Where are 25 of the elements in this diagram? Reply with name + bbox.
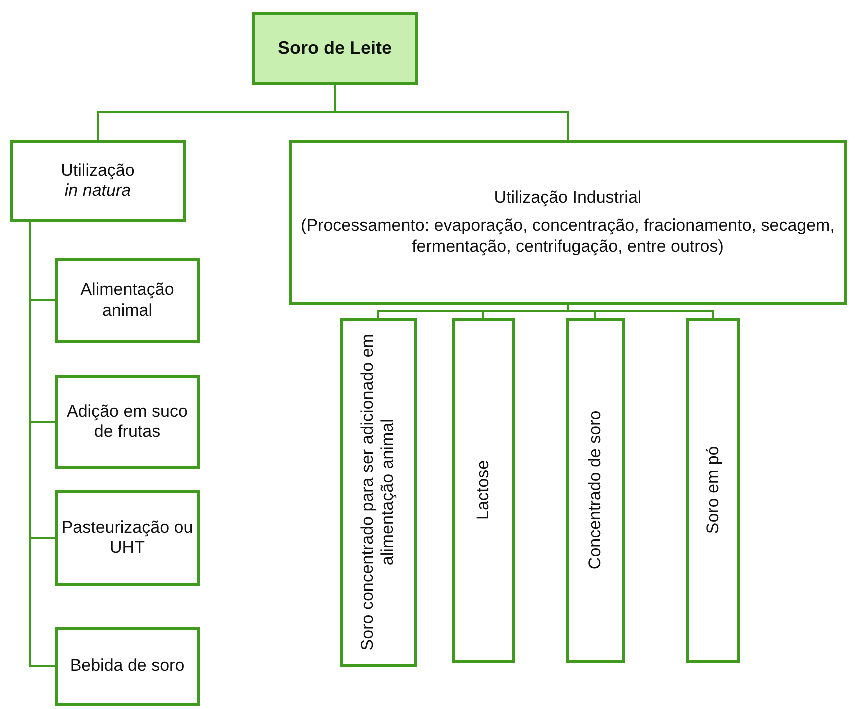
box-label: Soro de Leite	[278, 38, 392, 60]
category-box	[686, 318, 740, 663]
category-box	[566, 318, 625, 663]
category-box	[289, 140, 847, 305]
box-label: Alimentação animal	[80, 280, 176, 321]
box-label: Soro em pó	[702, 446, 723, 536]
box-label: Utilização	[61, 160, 135, 181]
box-label: Soro concentrado para ser adicionado em alimentação animal	[358, 333, 398, 653]
box-description: in natura	[64, 181, 132, 202]
box-label: Lactose	[473, 460, 494, 522]
category-box	[55, 375, 200, 469]
box-label: Pasteurização ou UHT	[60, 518, 194, 558]
connector-line	[334, 85, 569, 140]
root-box	[252, 12, 418, 85]
box-label: Utilização Industrial	[494, 188, 642, 208]
category-box	[452, 318, 515, 663]
category-box	[340, 318, 417, 667]
box-description: (Processamento: evaporação, concentração, fracionamento, secagem, fermentação, centrifugação, entre outros)	[300, 216, 836, 258]
category-box	[10, 140, 186, 222]
category-box	[55, 627, 200, 706]
box-label: Concentrado de soro	[585, 410, 606, 572]
box-label: Adição em suco de frutas	[66, 402, 189, 442]
category-box	[55, 490, 200, 586]
box-label: Bebida de soro	[70, 656, 185, 677]
category-box	[55, 258, 200, 343]
